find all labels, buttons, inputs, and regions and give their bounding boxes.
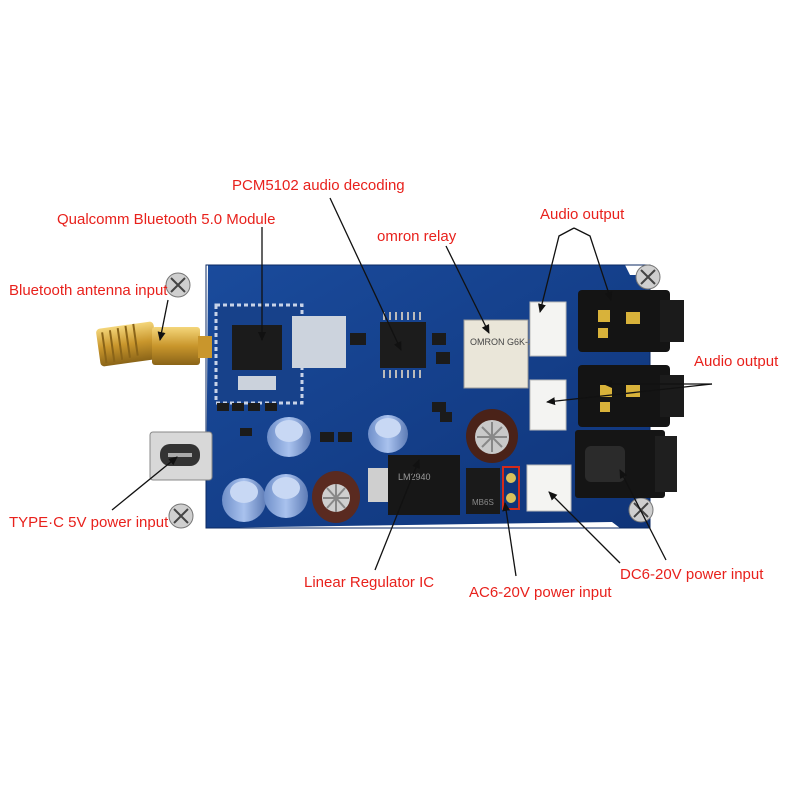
- antenna-connector: [96, 321, 212, 367]
- label-linear-regulator: Linear Regulator IC: [304, 574, 435, 591]
- dc-barrel-jack: [575, 430, 677, 498]
- rectifier-marking: MB6S: [472, 498, 494, 507]
- label-audio-output-top: Audio output: [540, 206, 625, 223]
- usb-typec-port: [149, 431, 213, 481]
- ac-input-pins: [502, 466, 520, 510]
- label-dc-power: DC6-20V power input: [620, 566, 764, 583]
- label-omron-relay: omron relay: [377, 228, 457, 245]
- label-pcm5102: PCM5102 audio decoding: [232, 177, 405, 194]
- omron-relay: OMRON G6K-2F-Y: [463, 319, 548, 389]
- label-antenna-input: Bluetooth antenna input: [9, 282, 168, 299]
- relay-marking: OMRON G6K-2F-Y: [470, 337, 548, 347]
- label-typec-power: TYPE·C 5V power input: [9, 514, 169, 531]
- capacitors: [222, 409, 518, 523]
- smd-components: [217, 333, 452, 442]
- bridge-rectifier: MB6S: [466, 468, 500, 514]
- annotation-arrows: [111, 197, 713, 577]
- linear-regulator: LM2940: [368, 455, 460, 515]
- jst-connectors: [526, 301, 572, 512]
- regulator-marking: LM2940: [398, 472, 431, 482]
- pcm5102-chip: [380, 312, 426, 378]
- label-audio-output-right: Audio output: [694, 353, 779, 370]
- bluetooth-module: [214, 303, 304, 405]
- module-shield: [292, 316, 346, 368]
- audio-jack-top: [578, 290, 684, 352]
- audio-jack-bottom: [578, 365, 684, 427]
- label-ac-power: AC6-20V power input: [469, 584, 612, 601]
- label-qualcomm-module: Qualcomm Bluetooth 5.0 Module: [57, 211, 276, 228]
